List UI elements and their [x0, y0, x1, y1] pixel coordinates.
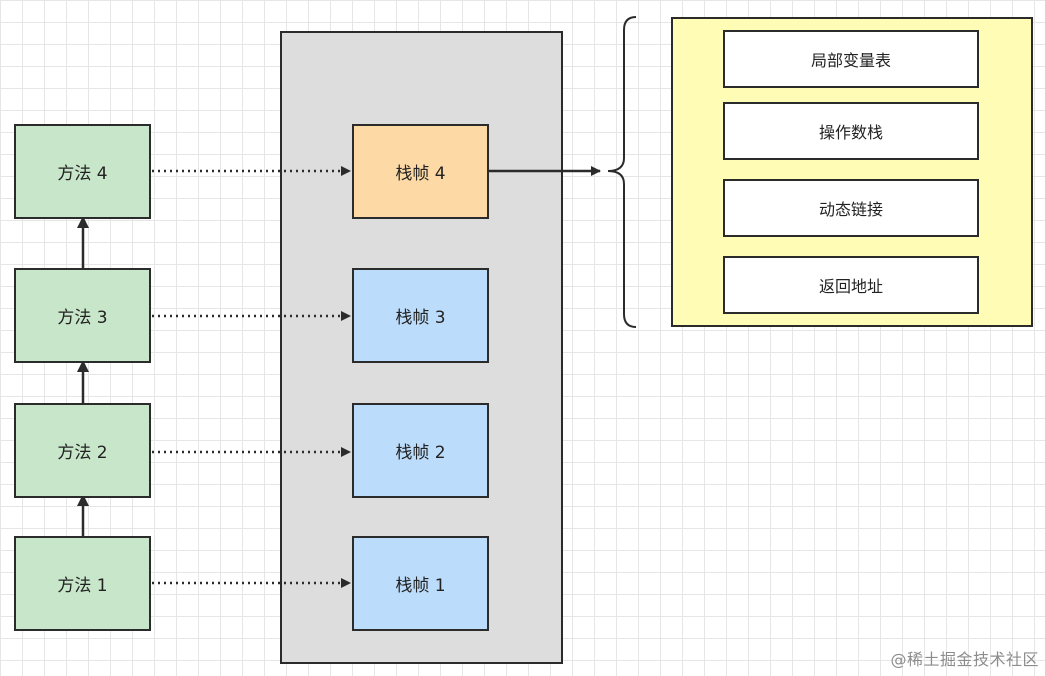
frame-3-label: 栈帧 3	[395, 308, 446, 328]
method-1-label: 方法 1	[57, 576, 108, 596]
curly-brace	[607, 16, 637, 328]
frame-2-box: 栈帧 2	[352, 403, 489, 498]
dynamic-linking-box: 动态链接	[723, 179, 979, 237]
dynamic-linking-label: 动态链接	[818, 200, 883, 219]
method-4-box: 方法 4	[14, 124, 151, 219]
method-2-label: 方法 2	[57, 443, 108, 463]
watermark: @稀土掘金技术社区	[890, 650, 1039, 669]
method-4-label: 方法 4	[57, 164, 108, 184]
method-1-box: 方法 1	[14, 536, 151, 631]
frame-1-label: 栈帧 1	[395, 576, 446, 596]
local-variable-table-box: 局部变量表	[723, 30, 979, 88]
method-2-box: 方法 2	[14, 403, 151, 498]
operand-stack-label: 操作数栈	[818, 123, 883, 142]
return-address-box: 返回地址	[723, 256, 979, 314]
method-3-label: 方法 3	[57, 308, 108, 328]
operand-stack-box: 操作数栈	[723, 102, 979, 160]
local-variable-table-label: 局部变量表	[810, 51, 891, 70]
return-address-label: 返回地址	[818, 277, 883, 296]
frame-4-box: 栈帧 4	[352, 124, 489, 219]
method-3-box: 方法 3	[14, 268, 151, 363]
frame-2-label: 栈帧 2	[395, 443, 446, 463]
frame-4-label: 栈帧 4	[395, 164, 446, 184]
frame-1-box: 栈帧 1	[352, 536, 489, 631]
frame-3-box: 栈帧 3	[352, 268, 489, 363]
